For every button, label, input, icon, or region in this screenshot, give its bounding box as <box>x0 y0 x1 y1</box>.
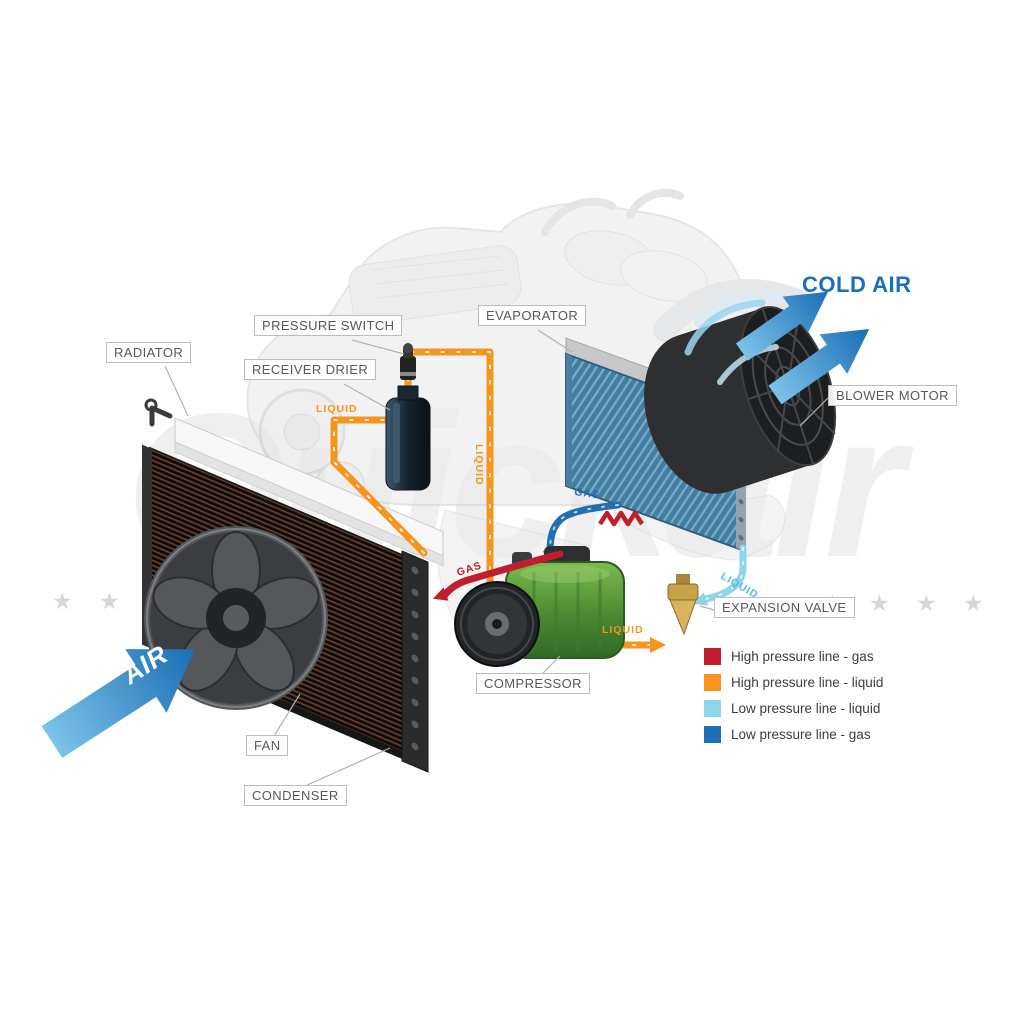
leader-radiator <box>164 365 189 417</box>
label-fan: FAN <box>246 735 289 756</box>
pressure-switch-graphic <box>400 343 416 380</box>
label-expansion-valve: EXPANSION VALVE <box>714 597 855 618</box>
legend-item-high-gas: High pressure line - gas <box>704 648 883 665</box>
leader-compressor <box>541 655 561 675</box>
receiver-drier-graphic <box>385 385 431 491</box>
label-compressor: COMPRESSOR <box>476 673 590 694</box>
label-blower-motor: BLOWER MOTOR <box>828 385 957 406</box>
pipe-label-liquid-condenser: LIQUID <box>316 403 358 415</box>
sensing-coil <box>598 510 644 527</box>
legend-swatch-low-gas <box>704 726 721 743</box>
cold-air-arrows <box>735 291 870 405</box>
leader-blower-motor <box>799 397 829 427</box>
label-pressure-switch: PRESSURE SWITCH <box>254 315 403 336</box>
pipe-label-gas-low: GAS <box>574 486 601 501</box>
legend-swatch-high-gas <box>704 648 721 665</box>
label-evaporator: EVAPORATOR <box>478 305 587 326</box>
cold-air-swoosh <box>684 299 779 385</box>
leader-pressure-switch <box>351 339 405 355</box>
pipe-label-liquid-to-valve: LIQUID <box>602 624 644 636</box>
leader-expansion-valve <box>699 605 715 611</box>
label-condenser: CONDENSER <box>244 785 347 806</box>
pipe-low-pressure-liquid <box>692 544 747 606</box>
compressor-graphic <box>454 546 625 667</box>
legend-item-low-liquid: Low pressure line - liquid <box>704 700 883 717</box>
leader-fan <box>273 693 301 737</box>
legend-label-high-gas: High pressure line - gas <box>731 649 874 664</box>
leader-receiver-drier <box>343 383 391 411</box>
label-receiver-drier: RECEIVER DRIER <box>244 359 377 380</box>
label-radiator: RADIATOR <box>106 342 192 363</box>
legend-swatch-high-liquid <box>704 674 721 691</box>
leader-evaporator <box>537 329 573 353</box>
leader-lines <box>164 329 829 787</box>
pipe-label-liquid-vertical: LIQUID <box>473 444 485 486</box>
leader-condenser <box>304 747 391 787</box>
pipe-high-pressure-gas <box>432 550 564 601</box>
legend-swatch-low-liquid <box>704 700 721 717</box>
expansion-valve-graphic <box>667 574 699 636</box>
legend-label-low-gas: Low pressure line - gas <box>731 727 871 742</box>
legend-label-low-liquid: Low pressure line - liquid <box>731 701 881 716</box>
legend-item-high-liquid: High pressure line - liquid <box>704 674 883 691</box>
legend-label-high-liquid: High pressure line - liquid <box>731 675 884 690</box>
pipe-legend: High pressure line - gas High pressure l… <box>704 648 883 743</box>
label-cold-air: COLD AIR <box>802 272 912 297</box>
fan-graphic <box>144 526 328 710</box>
radiator-graphic <box>144 398 444 567</box>
legend-item-low-gas: Low pressure line - gas <box>704 726 883 743</box>
